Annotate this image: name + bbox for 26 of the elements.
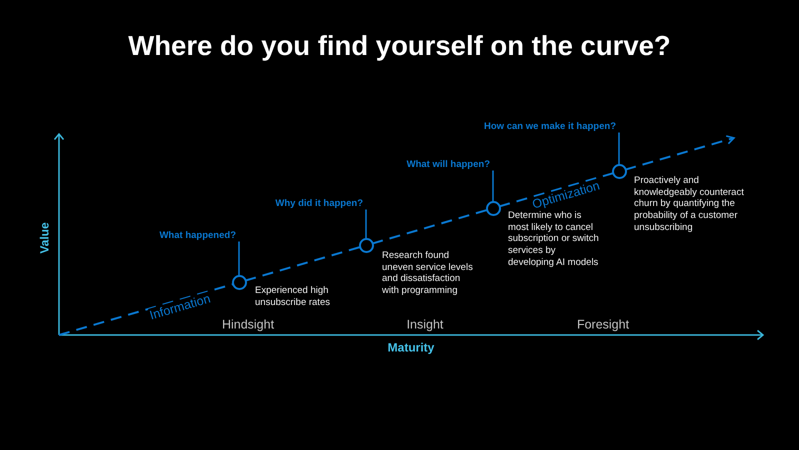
milestone-circle [358, 238, 374, 253]
leader-line [492, 170, 494, 202]
trend-line [624, 135, 735, 171]
trend-line [372, 209, 488, 244]
trend-line [244, 246, 360, 282]
description-text: Experienced high unsubscribe rates [255, 285, 331, 308]
axis-label: Maturity [388, 340, 434, 356]
description-text: Research found uneven service levels and dissatisfaction with programming [382, 250, 474, 297]
trend-line [498, 172, 614, 208]
milestone-circle [232, 274, 246, 290]
question-label: How can we make it happen? [484, 120, 621, 132]
leader-line [365, 210, 367, 239]
stage-label: Hindsight [222, 318, 274, 332]
stage-label: Foresight [576, 318, 630, 332]
description-text: Determine who is most likely to cancel subscription or switch services by developing AI models [508, 210, 600, 269]
question-label: What will happen? [406, 158, 495, 170]
question-label: What happened? [159, 228, 241, 242]
milestone-circle [486, 200, 500, 216]
axis-label: Value [38, 222, 52, 254]
milestone-circle [612, 164, 626, 179]
leader-line [238, 242, 240, 276]
question-label: Why did it happen? [275, 196, 368, 210]
stage-label: Insight [406, 318, 444, 332]
title: Where do you find yourself on the curve? [128, 30, 671, 62]
leader-line [618, 132, 620, 165]
description-text: Proactively and knowledgeably counteract churn by quantifying the probability of a customer unsubscribing [634, 175, 745, 234]
